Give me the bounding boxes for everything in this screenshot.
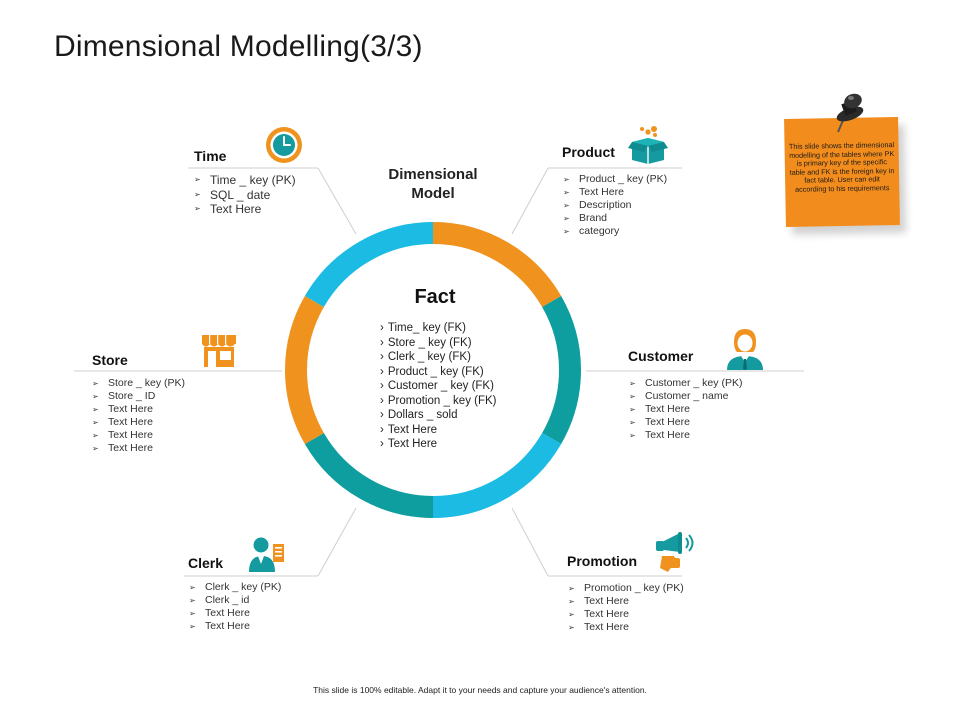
page-title: Dimensional Modelling(3/3): [54, 30, 423, 63]
list-item: Text Here: [629, 416, 742, 429]
fact-item: Promotion _ key (FK): [380, 394, 497, 409]
product-title: Product: [562, 144, 615, 160]
box-icon: [628, 126, 668, 164]
store-title: Store: [92, 352, 128, 368]
promotion-title: Promotion: [567, 553, 637, 569]
list-item: Promotion _ key (PK): [568, 582, 684, 595]
pushpin-icon: [836, 93, 864, 133]
list-item: Text Here: [92, 416, 185, 429]
product-list: Product _ key (PK) Text Here Description…: [563, 173, 667, 238]
connector-promotion-diag: [511, 507, 549, 577]
megaphone-icon: [656, 532, 694, 572]
list-item: Text Here: [92, 442, 185, 455]
time-title: Time: [194, 148, 227, 164]
ring-segment-store: [285, 296, 324, 444]
list-item: Text Here: [189, 620, 281, 633]
list-item: category: [563, 225, 667, 238]
list-item: Text Here: [568, 608, 684, 621]
list-item: Customer _ key (PK): [629, 377, 742, 390]
list-item: Clerk _ key (PK): [189, 581, 281, 594]
fact-item: Store _ key (FK): [380, 336, 497, 351]
time-list: Time _ key (PK) SQL _ date Text Here: [194, 173, 296, 217]
ring-segment-clerk: [304, 432, 434, 518]
list-item: Clerk _ id: [189, 594, 281, 607]
list-item: Text Here: [568, 595, 684, 608]
fact-item: Text Here: [380, 423, 497, 438]
fact-item: Customer _ key (FK): [380, 379, 497, 394]
list-item: Text Here: [194, 202, 296, 217]
ring-segment-promotion: [432, 432, 562, 518]
fact-list: Time_ key (FK) Store _ key (FK) Clerk _ …: [380, 321, 497, 452]
promotion-list: Promotion _ key (PK) Text Here Text Here…: [568, 582, 684, 634]
connector-clerk-diag: [317, 507, 357, 577]
ring-segments: [285, 222, 581, 518]
clerk-icon: [249, 537, 284, 572]
store-icon: [202, 335, 236, 367]
list-item: Product _ key (PK): [563, 173, 667, 186]
clerk-title: Clerk: [188, 555, 224, 571]
list-item: Description: [563, 199, 667, 212]
footer-text: This slide is 100% editable. Adapt it to…: [313, 685, 647, 695]
list-item: SQL _ date: [194, 188, 296, 203]
connector-time-diag: [317, 167, 357, 235]
list-item: Text Here: [629, 403, 742, 416]
store-list: Store _ key (PK) Store _ ID Text Here Te…: [92, 377, 185, 455]
list-item: Text Here: [92, 429, 185, 442]
customer-title: Customer: [628, 348, 694, 364]
person-icon: [727, 329, 763, 370]
fact-title: Fact: [414, 286, 456, 308]
clerk-list: Clerk _ key (PK) Clerk _ id Text Here Te…: [189, 581, 281, 633]
list-item: Customer _ name: [629, 390, 742, 403]
list-item: Store _ ID: [92, 390, 185, 403]
connector-product-diag: [511, 167, 549, 235]
clock-icon: [266, 127, 302, 163]
fact-item: Text Here: [380, 437, 497, 452]
note-text: This slide shows the dimensional modelli…: [788, 140, 895, 194]
fact-item: Clerk _ key (FK): [380, 350, 497, 365]
list-item: Store _ key (PK): [92, 377, 185, 390]
list-item: Text Here: [568, 621, 684, 634]
model-title: Dimensional Model: [388, 166, 478, 202]
list-item: Time _ key (PK): [194, 173, 296, 188]
fact-item: Dollars _ sold: [380, 408, 497, 423]
ring-segment-product: [432, 222, 562, 308]
list-item: Text Here: [189, 607, 281, 620]
list-item: Text Here: [629, 429, 742, 442]
ring-segment-customer: [542, 296, 581, 444]
list-item: Brand: [563, 212, 667, 225]
customer-list: Customer _ key (PK) Customer _ name Text…: [629, 377, 742, 442]
ring-segment-time: [304, 222, 434, 308]
list-item: Text Here: [92, 403, 185, 416]
fact-item: Product _ key (FK): [380, 365, 497, 380]
list-item: Text Here: [563, 186, 667, 199]
fact-item: Time_ key (FK): [380, 321, 497, 336]
